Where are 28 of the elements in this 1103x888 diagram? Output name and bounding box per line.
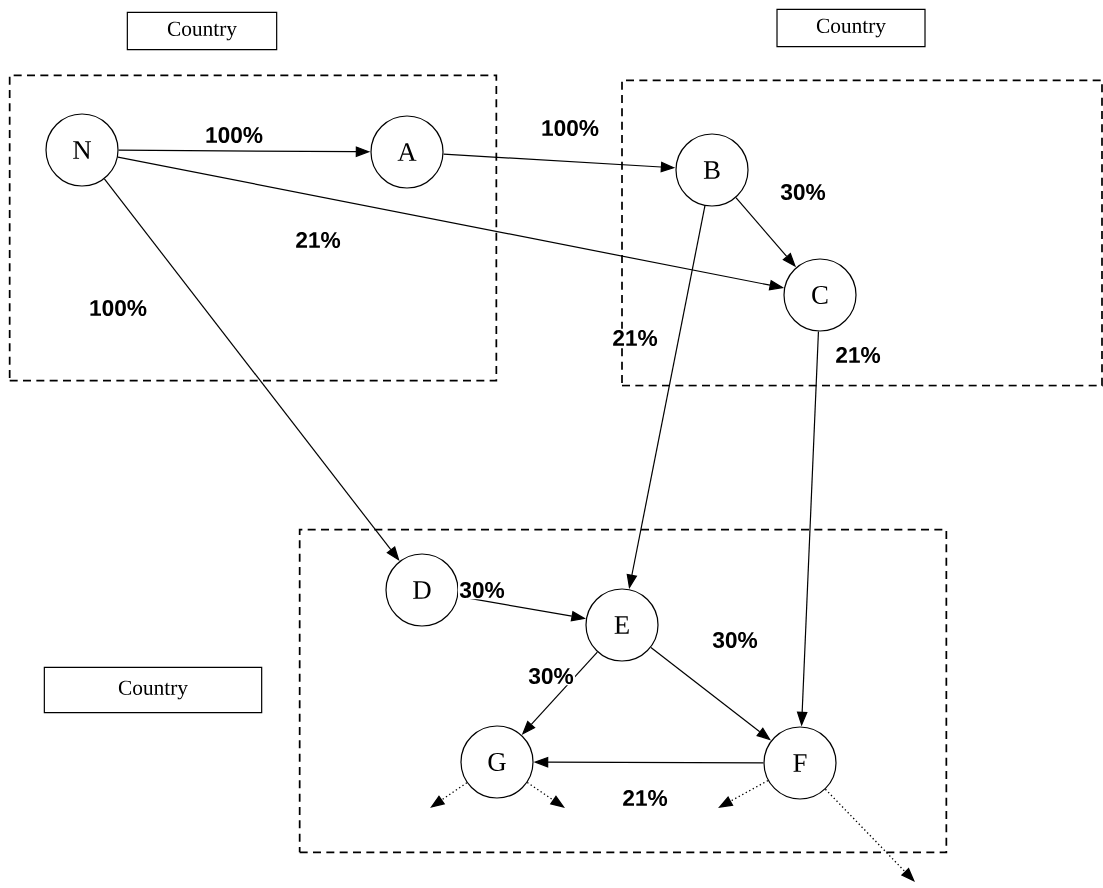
label-box: Country: [776, 8, 926, 48]
label-box: Country: [43, 666, 263, 714]
region-box: [8, 74, 498, 382]
circle-node: D: [385, 553, 459, 627]
region-box: [298, 528, 948, 854]
circle-node: F: [763, 726, 837, 800]
edge-label: 21%: [834, 345, 882, 365]
circle-node: E: [585, 588, 659, 662]
arrow: [103, 178, 400, 561]
circle-node: G: [460, 725, 534, 799]
arrow: [430, 782, 468, 808]
edge-label: 21%: [611, 328, 659, 348]
edge-label: 21%: [621, 788, 669, 808]
edge-label: 21%: [294, 230, 343, 250]
circle-node: B: [675, 133, 749, 207]
edge-label: 30%: [458, 580, 506, 600]
edge-label: 100%: [203, 125, 265, 145]
edge-label: 30%: [711, 630, 759, 650]
label-box: Country: [126, 11, 278, 51]
edge-label: 30%: [527, 666, 575, 686]
circle-node: C: [783, 258, 857, 332]
circle-node: N: [45, 113, 119, 187]
arrow: [526, 781, 565, 808]
circle-node: A: [370, 115, 444, 189]
edge-label: 100%: [539, 118, 601, 138]
edge-label: 100%: [87, 298, 149, 318]
edge-label: 30%: [779, 182, 827, 202]
arrow: [824, 788, 915, 882]
